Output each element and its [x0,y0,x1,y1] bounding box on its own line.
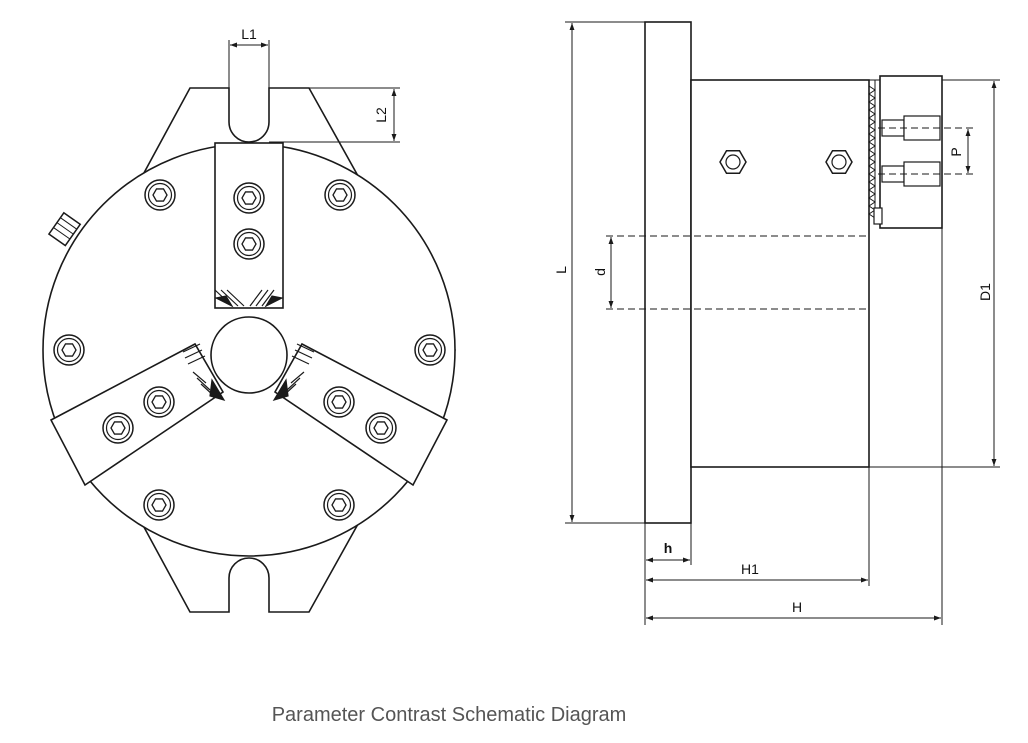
dimension-H: H [646,228,943,625]
dimension-label-L1: L1 [241,26,257,42]
chuck-front-view: L1 L2 [42,26,456,613]
chuck-side-view: d L P D1 h [553,21,1000,625]
hex-socket-bolt-icon [323,489,355,521]
jaw-block-bolts [878,115,975,187]
hex-socket-bolt-icon [143,386,175,418]
jaw-top [214,142,284,309]
hex-socket-bolt-icon [324,179,356,211]
dimension-label-P: P [948,147,964,156]
hex-socket-bolt-icon [144,179,176,211]
hex-nut-icon [719,149,747,175]
dimension-L2: L2 [269,87,400,143]
hex-socket-bolt-icon [323,386,355,418]
diagram-caption: Parameter Contrast Schematic Diagram [0,704,1028,727]
side-pin [47,211,82,247]
dimension-d: d [592,237,614,308]
center-bore [210,316,288,394]
dimension-L: L [553,21,645,524]
hex-socket-bolt-icon [143,489,175,521]
jaw-left [49,342,225,487]
dimension-label-D1: D1 [977,283,993,301]
dimension-label-d: d [592,268,608,276]
caption-text: Parameter Contrast Schematic Diagram [271,704,627,726]
dimension-label-H1: H1 [741,561,759,577]
dimension-label-L2: L2 [373,107,389,123]
side-serration [868,79,883,225]
dimension-H1: H1 [646,467,870,586]
hex-socket-bolt-icon [365,412,397,444]
flange-plate [644,21,692,524]
jaw-right [273,342,449,487]
dimension-D1: D1 [869,79,1000,468]
hex-socket-bolt-icon [102,412,134,444]
dimension-P: P [948,129,971,173]
hex-socket-bolt-icon [414,334,446,366]
dimension-label-L: L [553,266,569,274]
hex-socket-bolt-icon [53,334,85,366]
dimension-h: h [644,523,692,625]
dimension-L1: L1 [228,26,270,88]
dimension-label-h: h [664,540,673,556]
side-body [690,79,870,468]
jaw-serrations [182,289,315,401]
hex-socket-bolt-icon [233,182,265,214]
hex-socket-bolt-icon [233,228,265,260]
hex-nut-icon [825,149,853,175]
dimension-label-H: H [792,599,802,615]
jaw-block [879,75,943,229]
